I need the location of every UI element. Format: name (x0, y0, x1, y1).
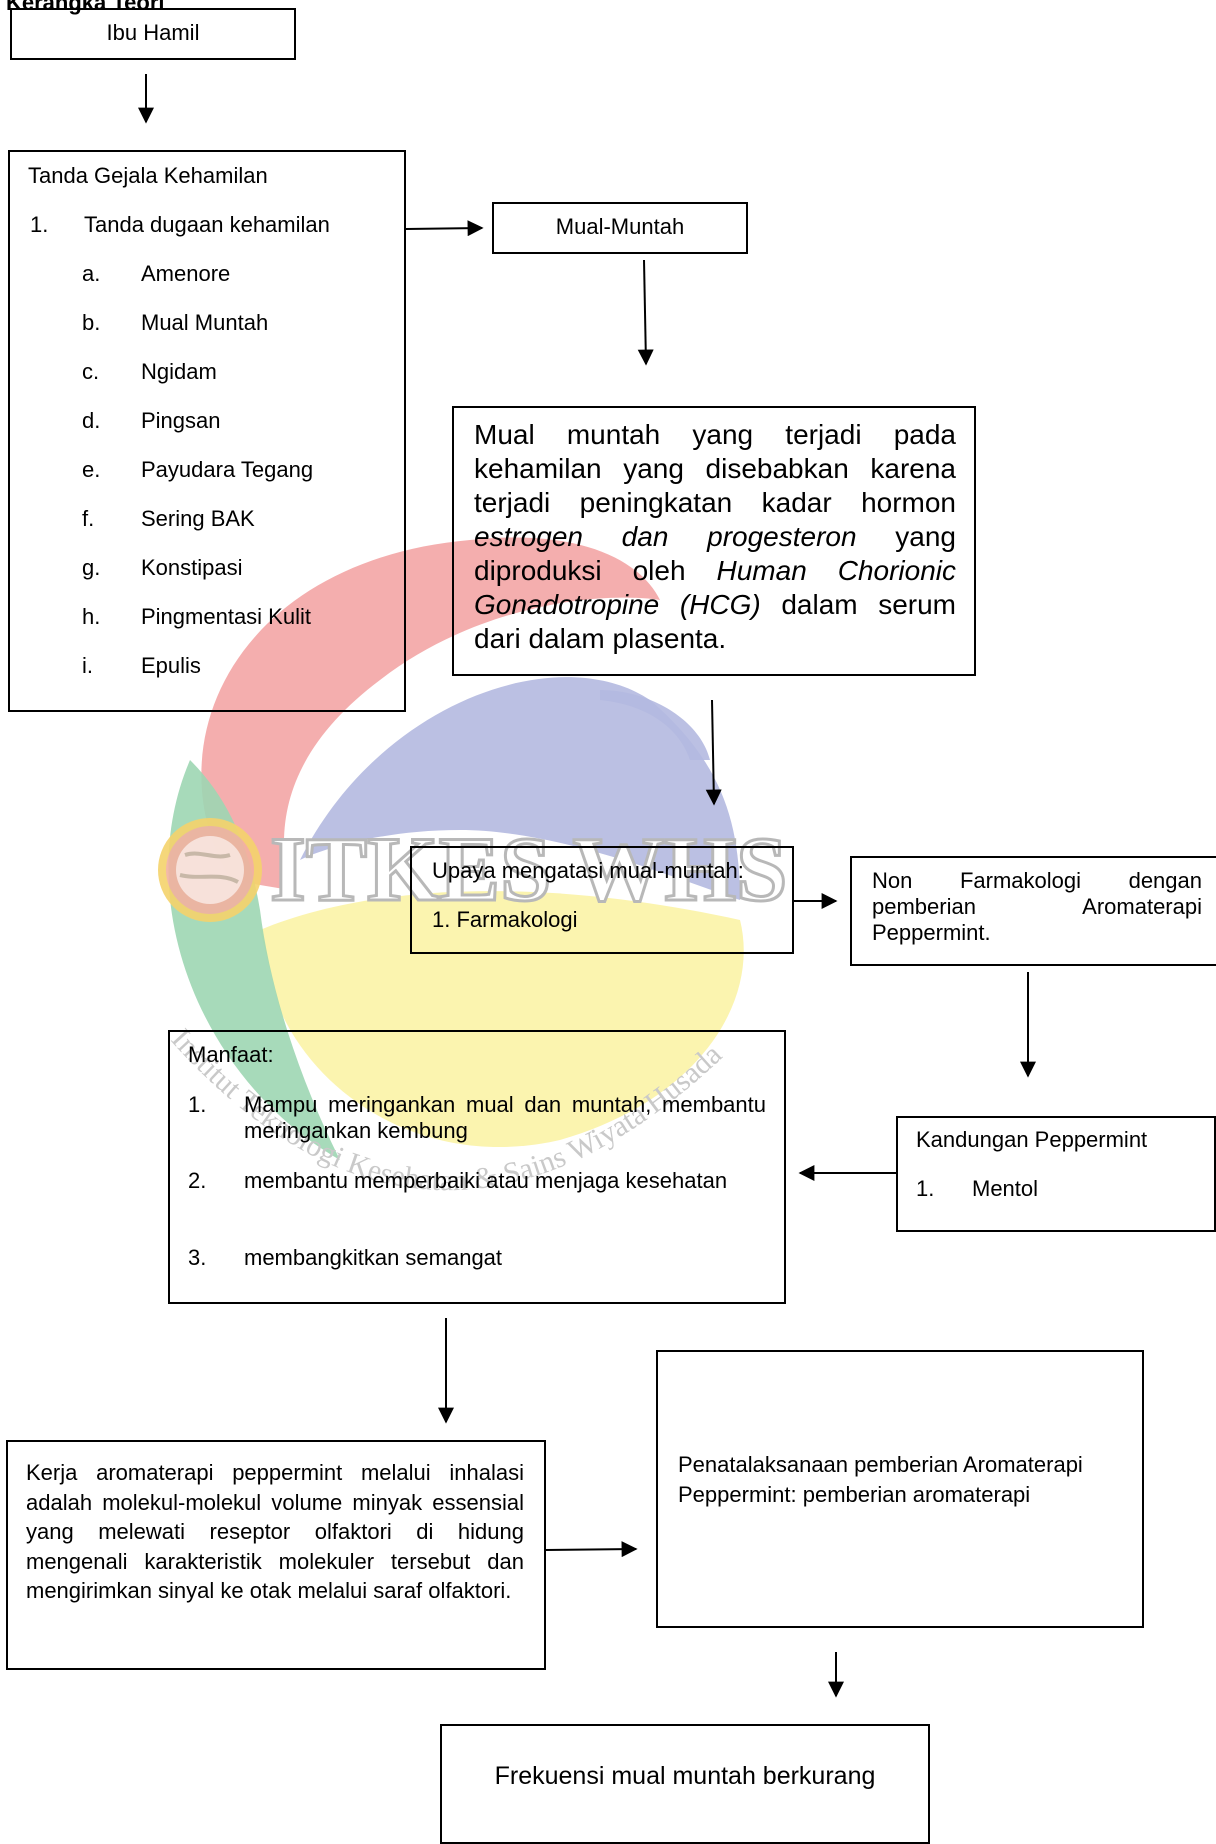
penatalaksanaan-text: Penatalaksanaan pemberian Aromaterapi Pe… (678, 1452, 1083, 1507)
node-ibu-hamil-label: Ibu Hamil (106, 20, 200, 45)
watermark-logo-text: ITKES WHS (270, 818, 787, 920)
subitem-label: Mual Muntah (141, 310, 269, 335)
subitem-label: Ngidam (141, 359, 217, 384)
arrow-penyebab-to-upaya (705, 699, 722, 806)
node-mual-muntah-label: Mual-Muntah (555, 214, 685, 239)
non-farmakologi-text: Non Farmakologi dengan pemberian Aromate… (872, 868, 1202, 945)
node-kerja (6, 1440, 546, 1670)
manfaat-item-1-number: 1. (188, 1092, 207, 1117)
arrow-tanda-to-mual (405, 220, 484, 237)
node-mual-muntah (492, 202, 748, 254)
manfaat-item-3-number: 3. (188, 1245, 207, 1270)
subitem-label: Amenore (141, 261, 231, 286)
manfaat-item-3-label: membangkitkan semangat (244, 1245, 503, 1270)
watermark-blue-top (600, 690, 710, 760)
node-non-farmakologi (850, 856, 1216, 966)
watermark-blue-swoosh (300, 677, 740, 900)
tanda-gejala-item-number: 1. (30, 212, 49, 237)
frekuensi-text: Frekuensi mual muntah berkurang (494, 1762, 876, 1790)
manfaat-title: Manfaat: (188, 1042, 274, 1067)
subitem-label: Konstipasi (141, 555, 243, 580)
node-penyebab (452, 406, 976, 676)
page-heading: Kerangka Teori (6, 0, 165, 15)
subitem-label: Payudara Tegang (141, 457, 314, 482)
kandungan-number: 1. (916, 1176, 935, 1201)
watermark-red-swoosh (201, 537, 660, 890)
node-upaya (410, 846, 794, 954)
watermark-yellow-swoosh (260, 891, 744, 1148)
subitem-letter: g. (82, 555, 101, 580)
manfaat-item-2-number: 2. (188, 1168, 207, 1193)
node-kandungan (896, 1116, 1216, 1232)
manfaat-item-1-label: Mampu meringankan mual dan muntah, memba… (244, 1092, 766, 1143)
kandungan-title: Kandungan Peppermint (916, 1127, 1148, 1152)
upaya-title: Upaya mengatasi mual-muntah: (432, 858, 744, 883)
node-manfaat (168, 1030, 786, 1304)
subitem-letter: b. (82, 310, 101, 335)
subitem-letter: h. (82, 604, 101, 629)
tanda-gejala-title: Tanda Gejala Kehamilan (28, 163, 268, 188)
manfaat-item-2-label: membantu memperbaiki atau menjaga keseha… (244, 1168, 728, 1193)
tanda-gejala-item-label: Tanda dugaan kehamilan (84, 212, 330, 237)
subitem-letter: a. (82, 261, 101, 286)
subitem-letter: c. (82, 359, 100, 384)
subitem-letter: d. (82, 408, 101, 433)
kerja-text: Kerja aromaterapi peppermint melalui inh… (26, 1460, 524, 1603)
node-tanda-gejala (8, 150, 406, 712)
subitem-label: Pingsan (141, 408, 221, 433)
subitem-letter: i. (82, 653, 93, 678)
subitem-label: Sering BAK (141, 506, 255, 531)
subitem-label: Pingmentasi Kulit (141, 604, 311, 629)
node-ibu-hamil (10, 8, 296, 60)
upaya-item: 1. Farmakologi (432, 907, 578, 932)
subitem-label: Epulis (141, 653, 201, 678)
arrow-mual-to-penyebab (637, 259, 654, 366)
subitem-letter: f. (82, 506, 95, 531)
node-penatalaksanaan (656, 1350, 1144, 1628)
arrow-kerja-to-penatalaksanaan (545, 1541, 638, 1558)
kandungan-label: Mentol (972, 1176, 1039, 1201)
penyebab-text: Mual muntah yang terjadi pada kehamilan … (474, 419, 956, 654)
subitem-letter: e. (82, 457, 101, 482)
